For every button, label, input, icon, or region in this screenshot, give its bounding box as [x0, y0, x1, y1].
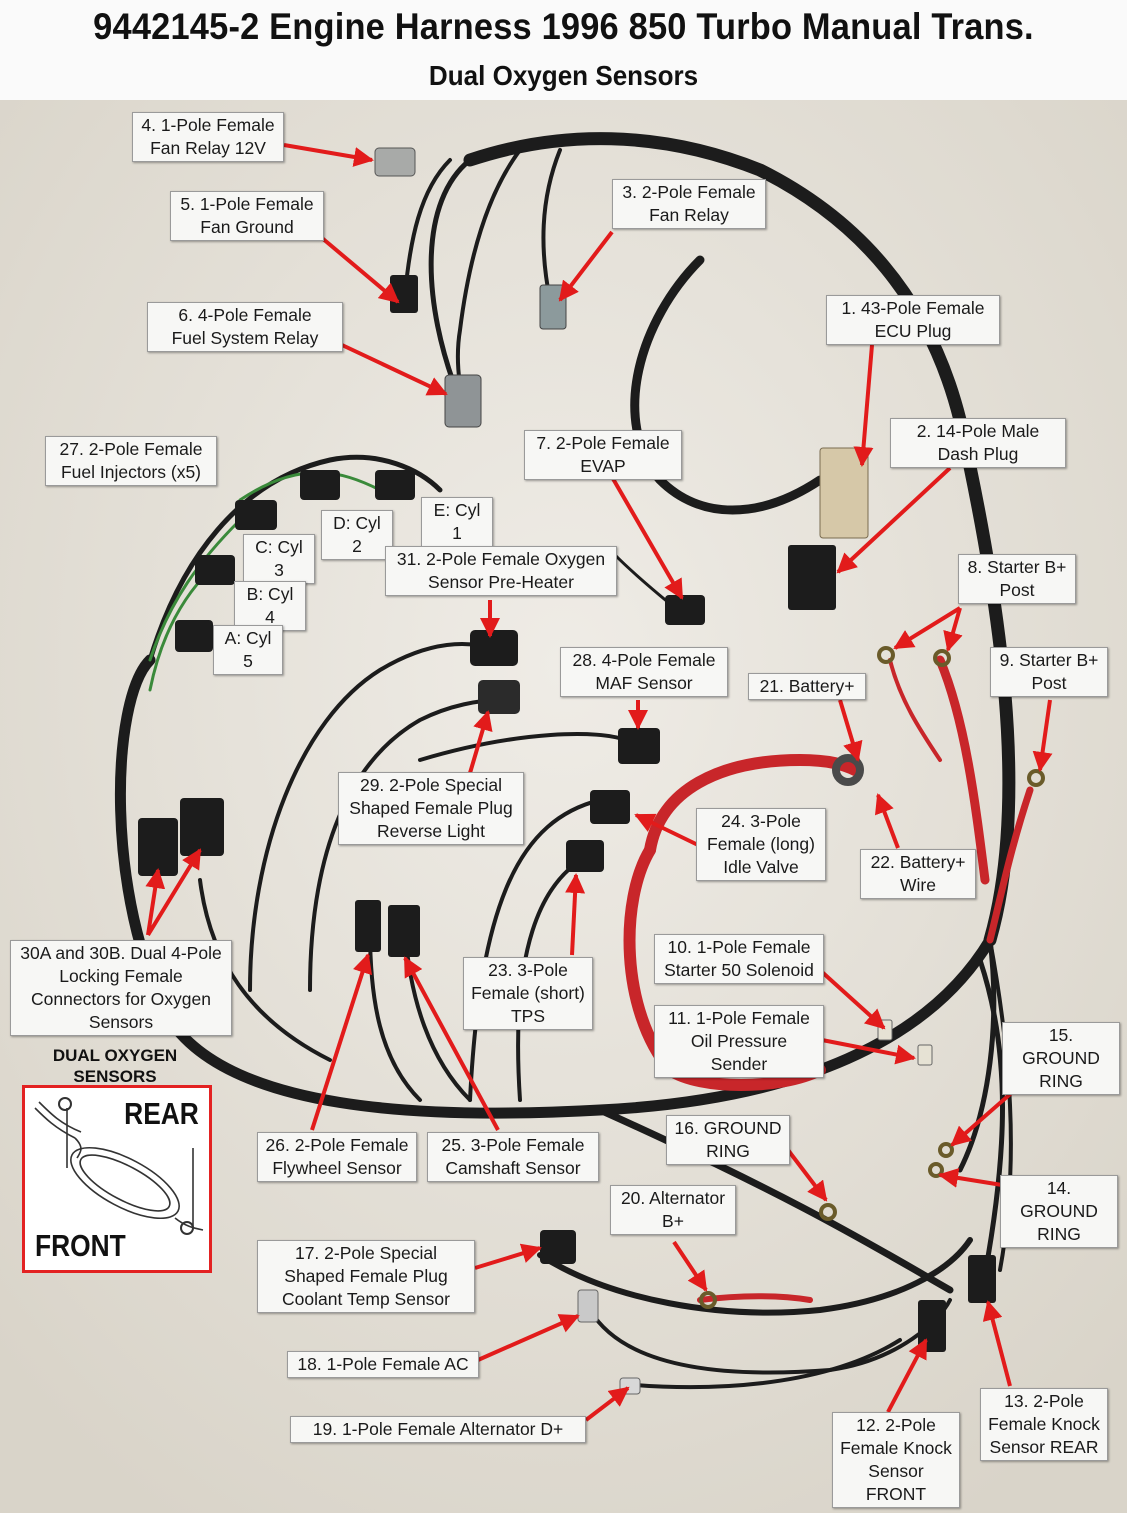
callout-1: 1. 43-Pole Female ECU Plug [826, 295, 1000, 345]
connector-26 [355, 900, 381, 952]
callout-cyl-c: C: Cyl 3 [243, 534, 315, 584]
callout-10: 10. 1-Pole Female Starter 50 Solenoid [654, 934, 824, 984]
connector-24 [590, 790, 630, 824]
callout-25: 25. 3-Pole Female Camshaft Sensor [427, 1132, 599, 1182]
callout-11: 11. 1-Pole Female Oil Pressure Sender [654, 1005, 824, 1078]
callout-8: 8. Starter B+ Post [958, 554, 1076, 604]
callout-4: 4. 1-Pole Female Fan Relay 12V [132, 112, 284, 162]
connector-11 [917, 1044, 933, 1066]
connector-12 [918, 1300, 946, 1352]
connector-28 [618, 728, 660, 764]
connector-2-dash [788, 545, 836, 610]
converter-body [70, 1146, 180, 1220]
callout-cyl-a: A: Cyl 5 [213, 625, 283, 675]
callout-2: 2. 14-Pole Male Dash Plug [890, 418, 1066, 468]
callout-28: 28. 4-Pole Female MAF Sensor [560, 647, 728, 697]
legend-front-label: FRONT [35, 1228, 126, 1263]
connector-3 [539, 284, 567, 330]
callout-7: 7. 2-Pole Female EVAP [524, 430, 682, 480]
header: 9442145-2 Engine Harness 1996 850 Turbo … [0, 0, 1127, 101]
connector-29 [478, 680, 520, 714]
injector-d [300, 470, 340, 500]
callout-19: 19. 1-Pole Female Alternator D+ [290, 1416, 586, 1443]
callout-cyl-d: D: Cyl 2 [321, 510, 393, 560]
connector-1-ecu [819, 447, 869, 539]
connector-5 [390, 275, 418, 313]
callout-9: 9. Starter B+ Post [990, 647, 1108, 697]
callout-22: 22. Battery+ Wire [860, 849, 976, 899]
connector-30b [180, 798, 224, 856]
callout-cyl-b: B: Cyl 4 [234, 581, 306, 631]
catalytic-converter-sketch [34, 1097, 204, 1235]
connector-23 [566, 840, 604, 872]
connector-17 [540, 1230, 576, 1264]
connector-18 [577, 1289, 599, 1323]
callout-12: 12. 2-Pole Female Knock Sensor FRONT [832, 1412, 960, 1508]
callout-20: 20. Alternator B+ [610, 1185, 736, 1235]
callout-cyl-e: E: Cyl 1 [421, 497, 493, 547]
callout-5: 5. 1-Pole Female Fan Ground [170, 191, 324, 241]
callout-29: 29. 2-Pole Special Shaped Female Plug Re… [338, 772, 524, 845]
connector-10 [877, 1019, 893, 1041]
callout-23: 23. 3-Pole Female (short) TPS [463, 957, 593, 1030]
ring-16 [819, 1203, 837, 1221]
callout-16: 16. GROUND RING [666, 1115, 790, 1165]
callout-27: 27. 2-Pole Female Fuel Injectors (x5) [45, 436, 217, 486]
oxygen-sensor-legend: REAR FRONT [22, 1085, 212, 1273]
callout-6: 6. 4-Pole Female Fuel System Relay [147, 302, 343, 352]
callout-26: 26. 2-Pole Female Flywheel Sensor [257, 1132, 417, 1182]
connector-25 [388, 905, 420, 957]
page-title: 9442145-2 Engine Harness 1996 850 Turbo … [93, 6, 1034, 47]
injector-c [235, 500, 277, 530]
connector-13 [968, 1255, 996, 1303]
connector-4 [374, 147, 416, 177]
callout-14: 14. GROUND RING [1000, 1175, 1118, 1248]
legend-rear-label: REAR [124, 1096, 199, 1131]
ring-8b [933, 649, 951, 667]
callout-21: 21. Battery+ [748, 673, 866, 700]
callout-3: 3. 2-Pole Female Fan Relay [612, 179, 766, 229]
connector-19 [619, 1377, 641, 1395]
injector-a [175, 620, 213, 652]
injector-e [375, 470, 415, 500]
ring-15 [938, 1142, 954, 1158]
page-subtitle: Dual Oxygen Sensors [428, 60, 699, 91]
injector-b [195, 555, 235, 585]
callout-18: 18. 1-Pole Female AC [287, 1351, 479, 1378]
callout-13: 13. 2-Pole Female Knock Sensor REAR [980, 1388, 1108, 1461]
ring-8a [877, 646, 895, 664]
callout-24: 24. 3-Pole Female (long) Idle Valve [696, 808, 826, 881]
ring-20 [699, 1291, 717, 1309]
legend-title: DUAL OXYGEN SENSORS [52, 1046, 178, 1086]
connector-31 [470, 630, 518, 666]
callout-31: 31. 2-Pole Female Oxygen Sensor Pre-Heat… [385, 546, 617, 596]
exhaust-pipe-rear [174, 1217, 204, 1231]
connector-7 [665, 595, 705, 625]
connector-30a [138, 818, 178, 876]
callout-15: 15. GROUND RING [1002, 1022, 1120, 1095]
exhaust-pipe-front [34, 1107, 76, 1139]
callout-30: 30A and 30B. Dual 4-Pole Locking Female … [10, 940, 232, 1036]
callout-17: 17. 2-Pole Special Shaped Female Plug Co… [257, 1240, 475, 1313]
connector-6 [444, 374, 482, 428]
